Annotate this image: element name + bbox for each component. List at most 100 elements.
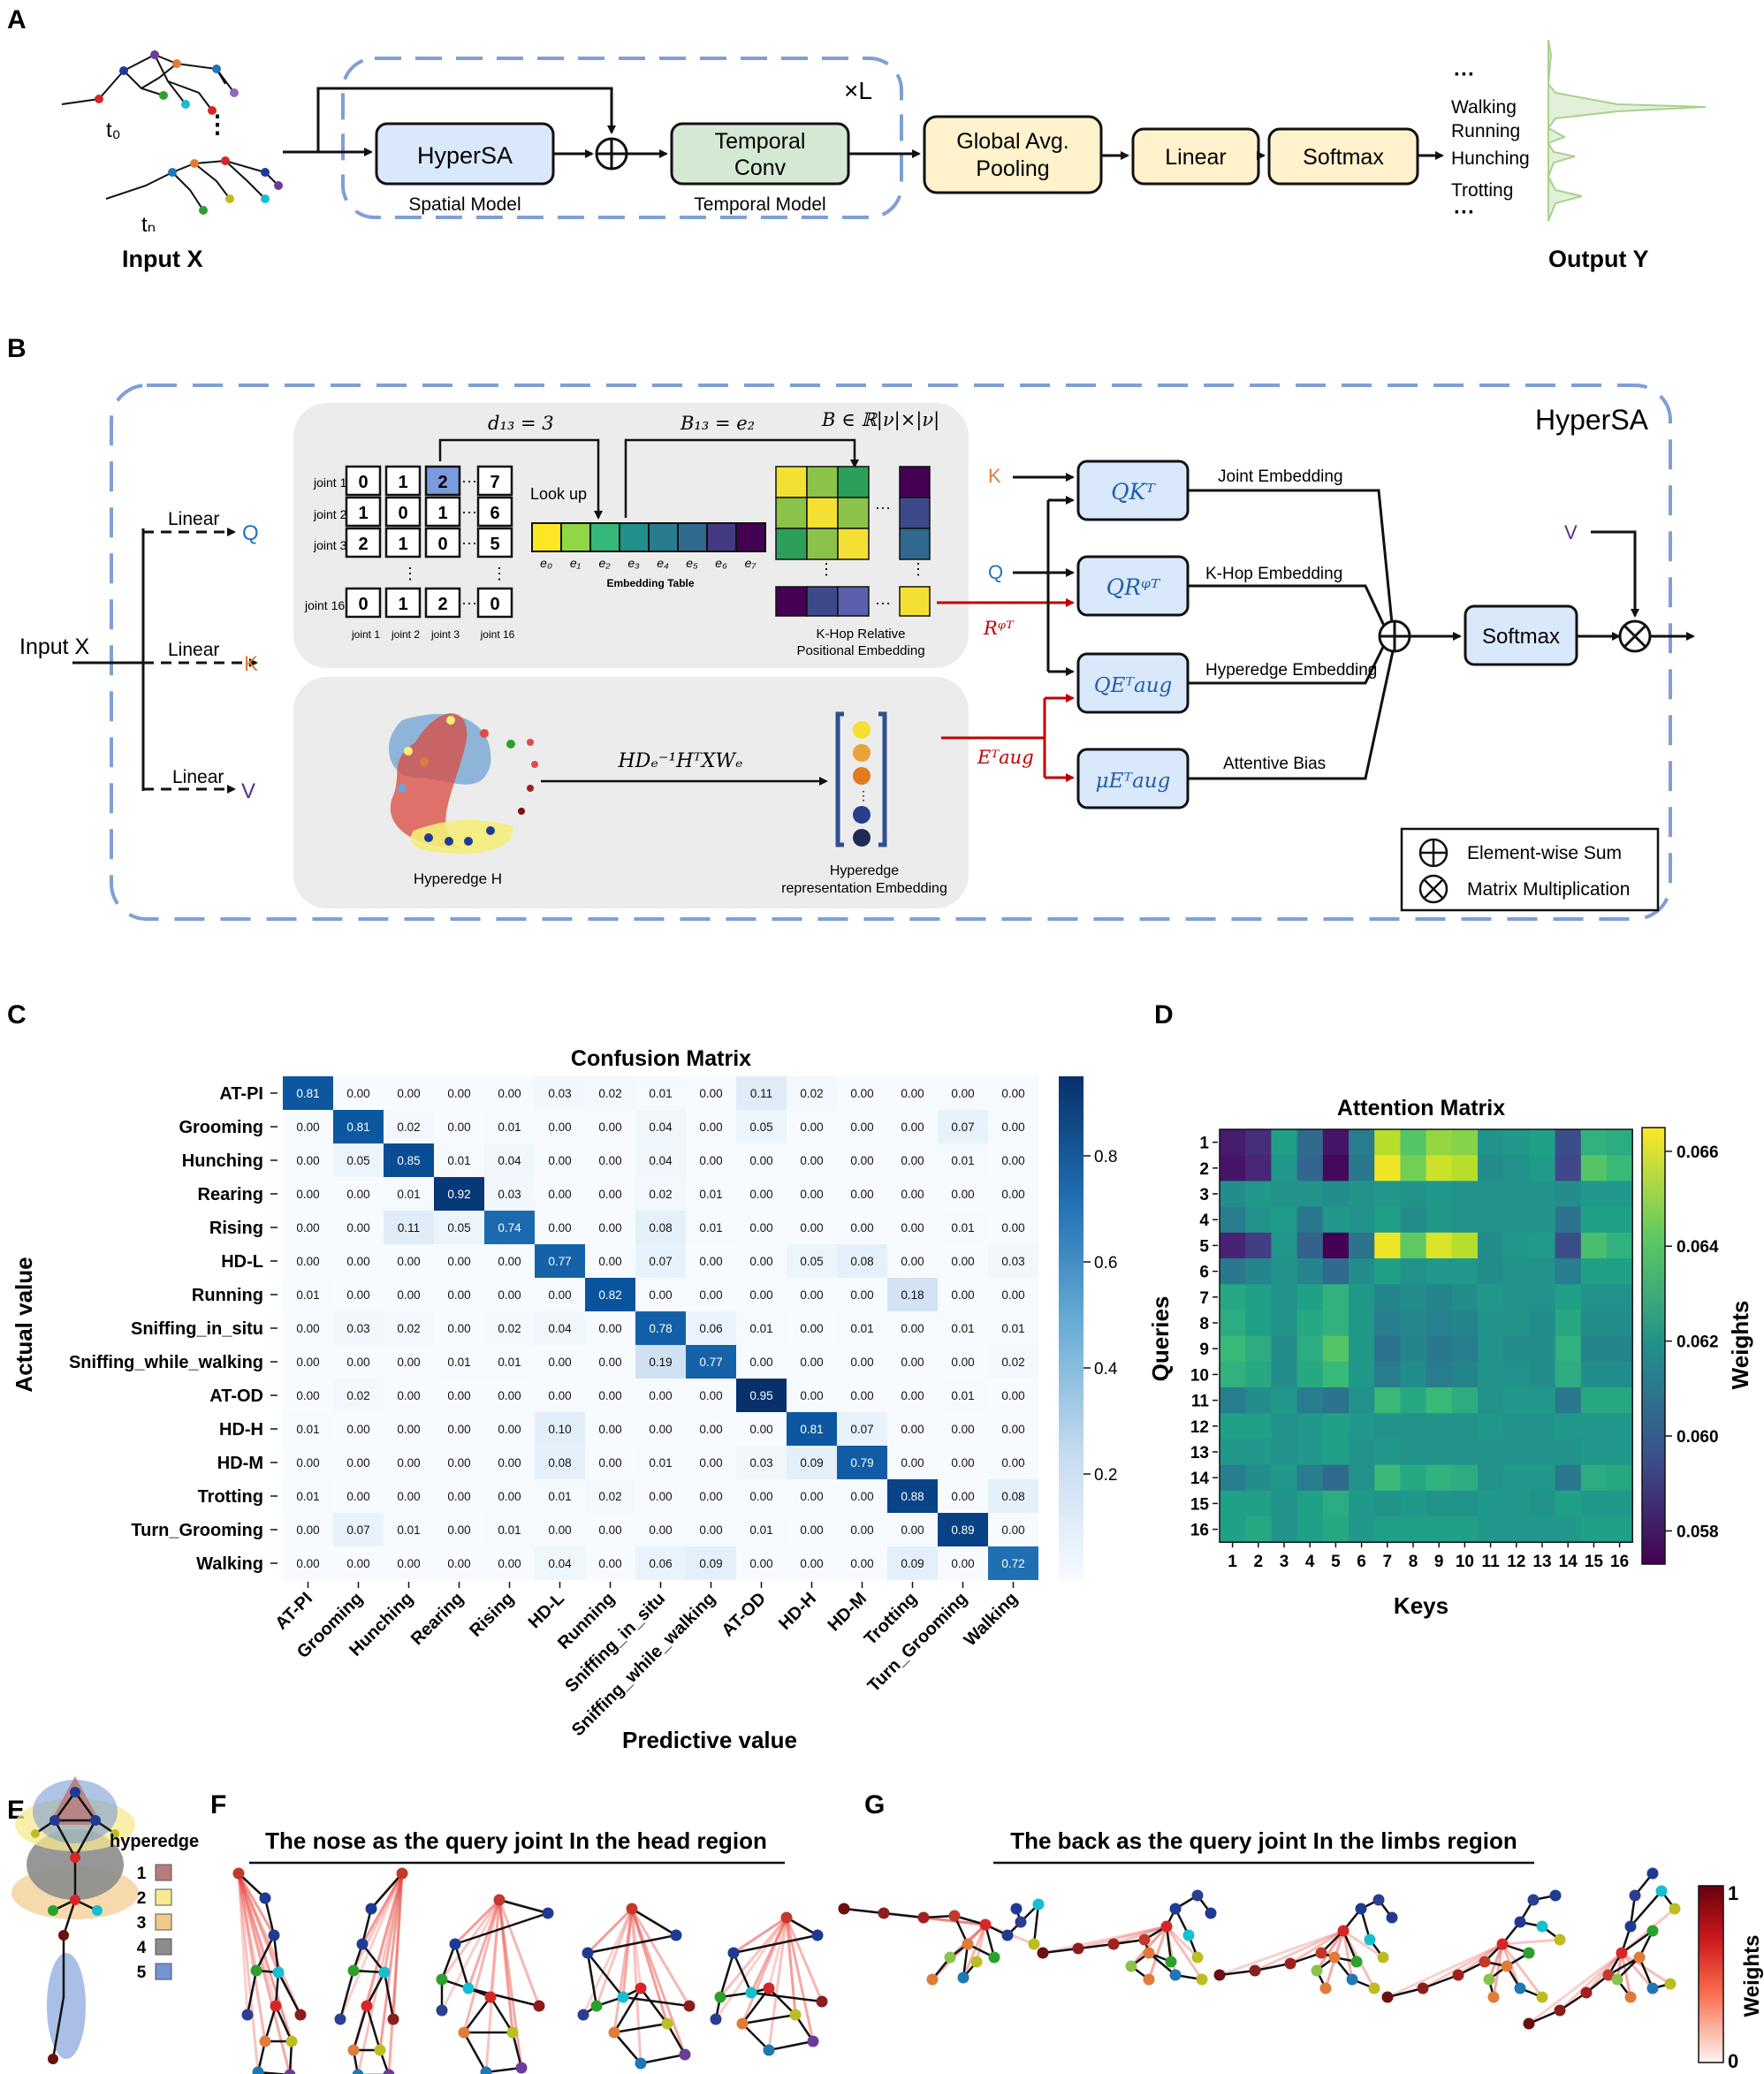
attention-ray	[1289, 1929, 1344, 1965]
confusion-cell-value: 0.85	[397, 1154, 420, 1167]
attention-cell	[1478, 1439, 1504, 1466]
confusion-cell-value: 0.00	[951, 1288, 974, 1302]
attention-row-label: 8	[1199, 1315, 1209, 1333]
attention-cell	[1607, 1516, 1633, 1543]
attention-cell	[1271, 1516, 1298, 1543]
confusion-cell	[484, 1076, 535, 1110]
confusion-cell	[535, 1345, 585, 1379]
confusion-cell	[283, 1244, 333, 1278]
joint-row-2: joint 2	[313, 507, 347, 521]
class-walking: Walking	[1451, 97, 1517, 118]
confusion-cell-value: 0.00	[699, 1456, 722, 1470]
confusion-cell	[938, 1110, 988, 1143]
matrix-cell	[384, 587, 422, 619]
skeleton-bone	[485, 2066, 522, 2074]
hyperedge-legend-label: 4	[137, 1939, 147, 1957]
confusion-cell-value: 0.01	[1001, 1322, 1024, 1335]
skeleton-joint	[970, 1956, 983, 1968]
v-label: V	[241, 779, 255, 803]
attention-cell	[1296, 1490, 1324, 1517]
confusion-cell-value: 0.00	[296, 1154, 319, 1167]
attention-cell	[1555, 1464, 1582, 1492]
skeleton-joint	[577, 2009, 589, 2021]
confusion-cell-value: 0.00	[699, 1490, 722, 1503]
head-region-skeletons	[232, 1867, 828, 2074]
confusion-cell-value: 0.88	[901, 1490, 924, 1503]
relative-cell	[806, 586, 839, 617]
confusion-cell	[384, 1143, 434, 1177]
confusion-cell	[635, 1479, 686, 1513]
confusion-cell	[635, 1143, 686, 1177]
attention-cell	[1580, 1181, 1608, 1208]
attention-cell	[1245, 1335, 1272, 1363]
attention-cell	[1349, 1516, 1375, 1543]
attention-cell	[1296, 1439, 1324, 1466]
confusion-cell	[736, 1446, 787, 1479]
confusion-cell	[635, 1177, 686, 1211]
skeleton-joint	[1487, 1991, 1500, 2003]
confusion-cell	[787, 1546, 837, 1580]
confusion-cell	[635, 1546, 686, 1580]
confusion-cell-value: 0.00	[749, 1557, 772, 1570]
skeleton-bone	[498, 1898, 549, 1915]
confusion-cell-value: 0.10	[548, 1423, 571, 1436]
confusion-cell-value: 0.00	[346, 1423, 369, 1436]
confusion-cell	[535, 1379, 585, 1412]
attention-cell	[1271, 1284, 1298, 1310]
confusion-cell-value: 0.00	[397, 1087, 420, 1100]
confusion-cell	[938, 1345, 988, 1379]
softmax-label-b: Softmax	[1482, 625, 1560, 649]
skeleton-joint	[988, 1951, 1000, 1964]
attention-ray	[462, 1899, 501, 2033]
confusion-cell	[484, 1412, 535, 1446]
confusion-cell	[736, 1211, 787, 1244]
svg-text:⋮: ⋮	[491, 565, 507, 582]
attention-col-label: 12	[1507, 1553, 1525, 1571]
attention-colorbar-tick: 0.066	[1677, 1143, 1719, 1162]
skeleton-bone	[768, 2040, 814, 2052]
skeleton-joint	[1182, 1929, 1195, 1941]
attention-cell	[1296, 1284, 1324, 1310]
attention-cell	[1580, 1155, 1608, 1181]
attention-cell	[1426, 1464, 1453, 1492]
attention-cell	[1478, 1387, 1504, 1414]
attention-ray	[440, 1899, 501, 2011]
confusion-colorbar-tick: 0.4	[1094, 1360, 1118, 1379]
skeleton-bone	[768, 1987, 796, 2016]
attention-ray	[1620, 1952, 1654, 1989]
skeleton-joint	[347, 2044, 360, 2056]
attention-cell	[1529, 1516, 1556, 1543]
attention-row-label: 14	[1190, 1470, 1210, 1488]
attention-cell	[1245, 1464, 1272, 1492]
skeleton-bone	[365, 2005, 382, 2051]
confusion-cell	[535, 1278, 585, 1311]
attention-cell	[1607, 1413, 1633, 1440]
skeleton-bone	[631, 1907, 677, 1937]
confusion-cell	[837, 1412, 887, 1446]
confusion-cell-value: 0.00	[447, 1087, 470, 1100]
hyperedge-legend-label: 2	[137, 1889, 147, 1908]
attention-cell	[1296, 1335, 1324, 1363]
attention-ray	[741, 1917, 788, 2025]
attention-col-label: 7	[1383, 1553, 1393, 1571]
embedding-cell	[531, 522, 562, 552]
attention-row-label: 1	[1199, 1135, 1209, 1153]
attention-cell	[1245, 1232, 1272, 1259]
confusion-cell-value: 0.00	[951, 1456, 974, 1470]
relative-cell	[806, 497, 839, 529]
confusion-cell	[585, 1345, 635, 1379]
confusion-cell	[887, 1412, 938, 1446]
matrix-cell-value: 5	[490, 535, 499, 554]
attention-cell	[1271, 1490, 1298, 1517]
attention-ray	[1620, 1952, 1632, 1998]
attention-cell	[1555, 1258, 1582, 1285]
skeleton-bone	[843, 1907, 885, 1915]
attention-cell	[1529, 1258, 1556, 1285]
confusion-cell	[434, 1513, 484, 1546]
attention-cell	[1374, 1129, 1401, 1156]
hyperedge-legend-swatch	[155, 1864, 172, 1881]
attention-cell	[1555, 1335, 1582, 1363]
confusion-cell	[484, 1143, 535, 1177]
relative-cell	[806, 466, 839, 498]
skeleton-joint	[1191, 1889, 1204, 1902]
